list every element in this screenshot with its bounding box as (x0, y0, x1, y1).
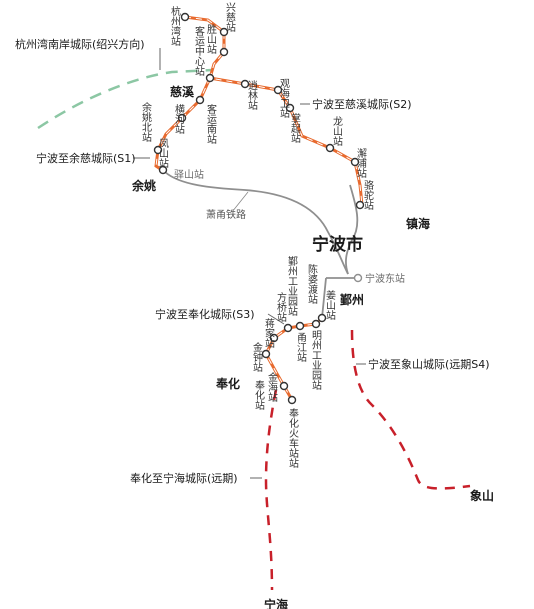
station-markers (153, 12, 365, 405)
station-xingci: 兴慈站 (224, 2, 236, 33)
marker-fangqiao[interactable] (283, 323, 293, 333)
station-tuotuo: 骆驼站 (362, 179, 374, 211)
xiaoyong-railway (164, 171, 349, 275)
marker-fengshan[interactable] (158, 165, 168, 175)
station-fengshan: 凤山站 (157, 138, 169, 169)
city-ninghai: 宁海 (264, 597, 288, 609)
s1-label: 宁波至余慈城际(S1) (36, 151, 136, 165)
s4-line (350, 329, 471, 490)
station-xiaolin: 逍林站 (246, 80, 258, 111)
marker-mingzhou[interactable] (311, 319, 321, 329)
city-cixi: 慈溪 (170, 84, 195, 99)
station-fenghuazhan: 奉化站 (253, 379, 265, 411)
station-yishan: 驿山站 (174, 168, 204, 181)
marker-jinzhong[interactable] (261, 349, 271, 359)
city-ningbo: 宁波市 (312, 234, 363, 255)
railway-label: 萧甬铁路 (206, 208, 246, 221)
station-jiangshan: 姜山站 (324, 289, 336, 321)
marker-xiepu[interactable] (350, 157, 360, 167)
station-yinzhougongye: 鄞州工业园站 (286, 255, 298, 317)
marker-henghe[interactable] (177, 113, 187, 123)
city-yuyao: 余姚 (131, 178, 156, 193)
station-mingzhou: 明州工业园站 (310, 330, 322, 391)
station-longshan: 龙山站 (331, 115, 343, 147)
station-henghe: 横河站 (173, 103, 185, 135)
ninghai-line (264, 389, 278, 591)
hangzhou-bay-line (37, 68, 213, 130)
ninghai-label: 奉化至宁海城际(远期) (130, 471, 238, 485)
station-jinhai: 金海站 (266, 371, 278, 403)
marker-jiangjia[interactable] (269, 333, 279, 343)
station-jiangjia: 蒋家站 (263, 318, 275, 349)
marker-hangzhouwan[interactable] (180, 12, 190, 22)
marker-shengshan[interactable] (219, 47, 229, 57)
city-yinzhou: 鄞州 (340, 292, 364, 307)
s3-line-dash (265, 317, 323, 401)
railway-leader (231, 191, 249, 213)
station-ningbodong: 宁波东站 (365, 272, 405, 285)
station-fenghuahuoche: 奉化火车站站 (287, 407, 299, 469)
station-keyunzhongxin: 客运中心站 (193, 25, 205, 77)
marker-jiangshan[interactable] (317, 313, 327, 323)
marker-jinhai[interactable] (279, 381, 289, 391)
station-jinzhong: 金钟站 (251, 341, 263, 373)
station-xiepu: 澥浦站 (355, 147, 367, 179)
s4-label: 宁波至象山城际(远期S4) (368, 357, 490, 371)
grey-link-zhenhai (345, 184, 359, 275)
marker-keyunnan[interactable] (195, 95, 205, 105)
station-hangzhouwan: 杭州湾站 (169, 5, 181, 47)
marker-xingci[interactable] (219, 27, 229, 37)
city-fenghua: 奉化 (215, 376, 240, 391)
s3-label: 宁波至奉化城际(S3) (155, 307, 255, 321)
grey-link-south (321, 277, 327, 319)
s3-leader (267, 313, 285, 325)
marker-fenghuahuoche[interactable] (287, 395, 297, 405)
marker-yuyaobei[interactable] (153, 145, 163, 155)
marker-keyunzhongxin[interactable] (205, 73, 215, 83)
station-zhangqi: 掌起站 (289, 113, 301, 144)
marker-zhangqi[interactable] (285, 103, 295, 113)
marker-ningbodong[interactable] (353, 273, 363, 283)
station-keyunnan: 客运南站 (205, 103, 217, 145)
marker-yongjiang[interactable] (295, 321, 305, 331)
city-zhenhai: 镇海 (406, 216, 430, 231)
station-guanhaiwei: 观海卫站 (278, 78, 290, 119)
hangzhou-line-label: 杭州湾南岸城际(绍兴方向) (15, 37, 145, 51)
marker-longshan[interactable] (325, 143, 335, 153)
marker-guanhaiwei[interactable] (273, 85, 283, 95)
s2-label: 宁波至慈溪城际(S2) (312, 97, 412, 111)
station-fangqiao: 方桥站 (275, 291, 287, 323)
station-chenpodu: 陈婆渡站 (306, 263, 318, 305)
station-shengshan: 胜山站 (205, 24, 217, 55)
station-yongjiang: 甬江站 (295, 332, 307, 363)
marker-tuotuo[interactable] (355, 200, 365, 210)
city-xiangshan: 象山 (470, 488, 494, 503)
marker-xiaolin[interactable] (240, 79, 250, 89)
station-yuyaobei: 余姚北站 (140, 101, 152, 143)
